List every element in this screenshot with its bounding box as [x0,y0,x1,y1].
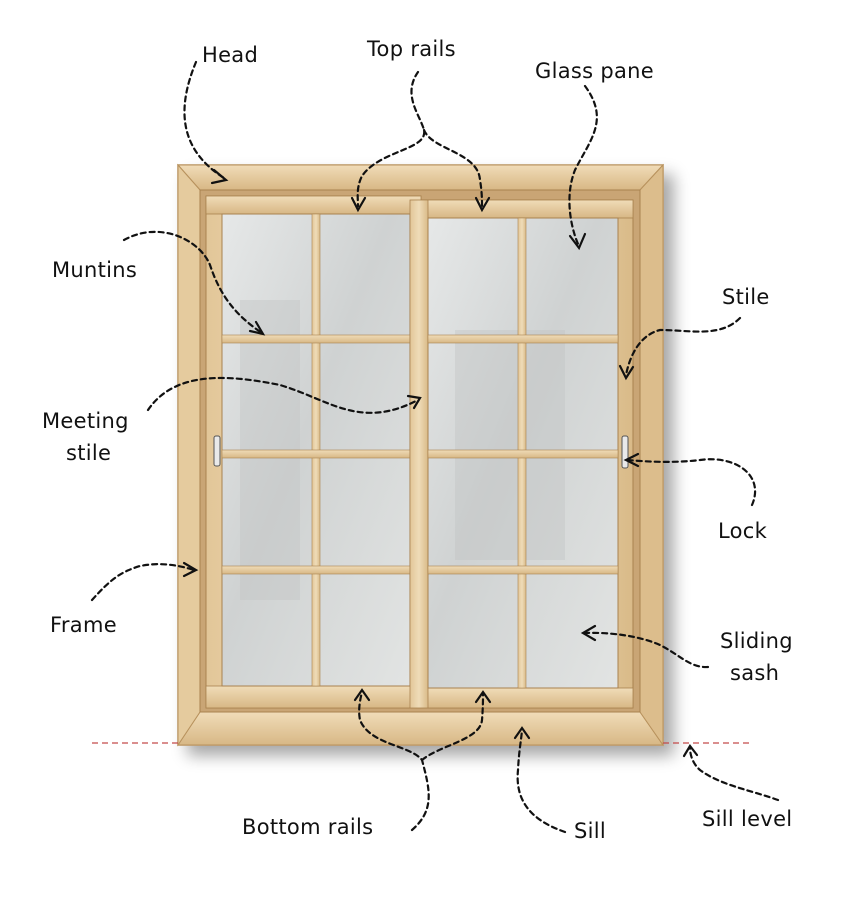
meeting-stile-bar [409,199,429,709]
arrow-sill-level [688,746,780,802]
muntin [427,334,619,344]
label-stile: Stile [722,285,770,309]
left-sash [205,195,422,709]
label-top-rails: Top rails [366,37,456,61]
arrow-meeting-stile [146,376,420,414]
right-sash [409,199,634,709]
muntin [427,565,619,575]
frame-right-jamb [639,163,664,747]
label-glass-pane: Glass pane [535,59,654,83]
label-meeting-stile-line2: stile [66,441,111,465]
arrow-sill [516,728,567,834]
muntin [221,565,411,575]
arrow-muntins [122,230,264,335]
label-sill: Sill [574,819,606,843]
arrow-top-rails [356,70,426,208]
frame-left-jamb [177,163,201,747]
window-illustration [176,163,665,747]
label-sill-level: Sill level [702,807,792,831]
muntin [221,449,411,459]
frame-head [176,164,665,191]
label-lock: Lock [718,519,768,543]
label-bottom-rails: Bottom rails [242,815,373,839]
arrow-lock [626,458,757,507]
muntin [427,449,619,459]
lock-handle-left [213,435,221,467]
arrow-stile [624,316,742,377]
arrow-sliding-sash [583,631,710,669]
lock-handle-right [621,435,629,469]
label-sliding-sash-line2: sash [730,661,779,685]
arrow-frame [90,563,196,602]
label-head: Head [202,43,258,67]
arrow-head [183,60,226,180]
annotation-arrows [90,60,780,834]
label-sliding-sash-line1: Sliding [720,629,793,653]
frame-sill [177,711,664,746]
label-meeting-stile-line1: Meeting [42,409,129,433]
label-frame: Frame [50,613,117,637]
muntin [221,334,411,344]
labels: Head Top rails Glass pane Muntins Stile … [42,37,793,843]
arrow-glass-pane [568,84,598,246]
arrow-bottom-rails [358,690,430,832]
label-muntins: Muntins [52,258,137,282]
